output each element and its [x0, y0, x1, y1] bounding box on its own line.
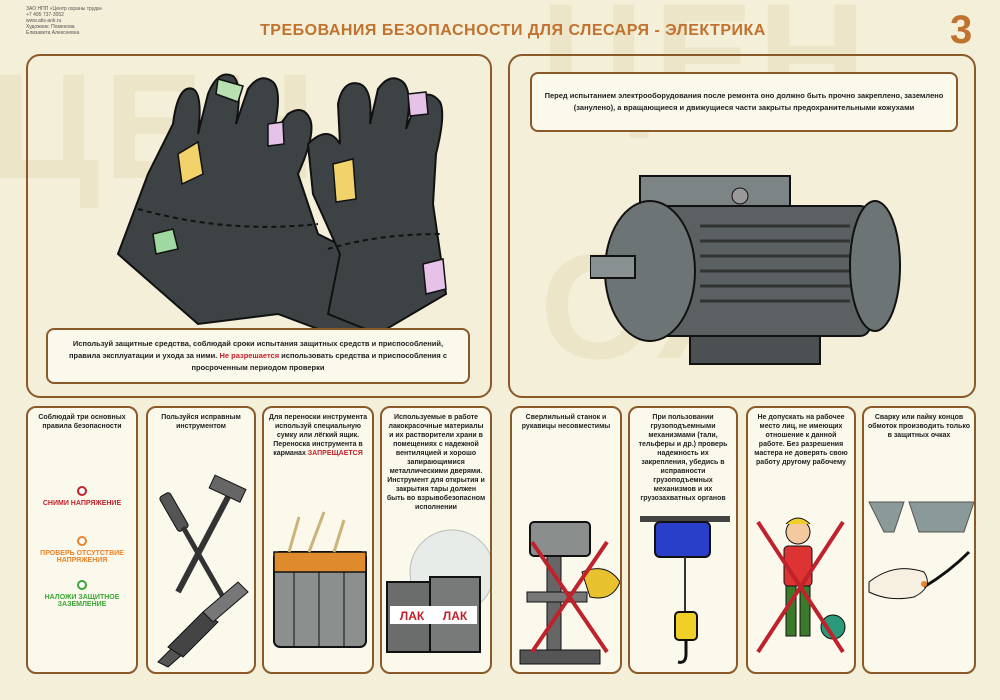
hand-icon	[868, 568, 928, 600]
card-hoist: При пользовании грузоподъемными механизм…	[628, 406, 738, 674]
publisher-line: www.atis-ank.ru	[26, 18, 62, 24]
spark-icon	[921, 581, 927, 587]
hook-icon	[677, 640, 688, 664]
child-illustration	[756, 517, 846, 654]
electric-motor-illustration	[590, 175, 901, 365]
card-paint-storage: Используемые в работе лакокрасочные мате…	[380, 406, 492, 674]
welding-illustration	[868, 501, 974, 600]
card-tool-bag: Для переноски инструмента используй спец…	[262, 406, 374, 674]
left-callout-text: Используй защитные средства, соблюдай ср…	[58, 338, 458, 374]
card-text: Соблюдай три основных правила безопаснос…	[38, 414, 126, 430]
child-leg	[799, 585, 811, 637]
prohibition-cross-icon	[530, 540, 609, 654]
motor-base	[689, 335, 821, 365]
left-glove-patch	[177, 140, 204, 186]
left-callout-part1: Используй защитные средства, соблюдай ср…	[68, 339, 444, 360]
left-glove-patch	[152, 228, 179, 255]
glove-icon	[581, 568, 620, 599]
hoist-rail	[640, 516, 730, 522]
can-label: ЛАК	[443, 609, 468, 623]
right-glove-patch	[422, 258, 447, 295]
card-drill: Сверлильный станок и рукавицы несовмести…	[510, 406, 622, 674]
goggles-lens-icon	[908, 501, 974, 533]
hammer-handle	[175, 495, 231, 594]
motor-bolt	[731, 187, 749, 205]
card-text: Сварку или пайку концов обмоток производ…	[868, 414, 971, 439]
right-callout: Перед испытанием электрооборудования пос…	[530, 72, 958, 132]
card-warning: ЗАПРЕЩАЕТСЯ	[307, 450, 363, 457]
pliers-jaw	[202, 581, 249, 623]
card-text: Пользуйся исправным инструментом	[161, 414, 241, 430]
left-top-panel: Используй защитные средства, соблюдай ср…	[26, 54, 492, 398]
can-label: ЛАК	[400, 609, 425, 623]
drill-press-illustration	[519, 521, 620, 665]
pliers-handle	[167, 611, 219, 658]
right-glove-seam	[327, 233, 441, 250]
paint-cans-illustration: ЛАК ЛАК	[386, 529, 490, 653]
hoist-motor	[654, 521, 711, 558]
tools-illustration	[157, 474, 249, 668]
drill-head	[529, 521, 591, 557]
rule-dot-icon	[77, 580, 87, 590]
right-top-panel: Перед испытанием электрооборудования пос…	[508, 54, 976, 398]
rule-item: НАЛОЖИ ЗАЩИТНОЕ ЗАЗЕМЛЕНИЕ	[28, 580, 136, 608]
child-hair	[785, 517, 811, 525]
rule-item: СНИМИ НАПРЯЖЕНИЕ	[28, 486, 136, 507]
gloves-illustration	[116, 73, 448, 334]
tool-bag-illustration	[273, 511, 367, 648]
rule-dot-icon	[77, 536, 87, 546]
screwdriver-shaft	[180, 525, 226, 599]
left-glove-shape	[116, 73, 380, 334]
hoist-illustration	[640, 516, 730, 664]
poster-title: ТРЕБОВАНИЯ БЕЗОПАСНОСТИ ДЛЯ СЛЕСАРЯ - ЭЛ…	[260, 22, 766, 39]
bag-trim	[273, 551, 367, 573]
soldering-iron-icon	[923, 550, 971, 589]
right-glove-shape	[306, 77, 448, 334]
drill-base	[519, 649, 601, 665]
card-text: При пользовании грузоподъемными механизм…	[638, 414, 728, 502]
left-callout-part2: использовать средства и приспособления с…	[191, 351, 448, 372]
right-glove-patch	[332, 158, 357, 203]
left-glove-patch	[215, 78, 244, 103]
card-text: Используемые в работе лакокрасочные мате…	[386, 414, 486, 511]
publisher-line: Елизавета Алексеевна	[26, 30, 80, 36]
can-label-bg	[390, 606, 434, 624]
rule-item: ПРОВЕРЬ ОТСУТСТВИЕ НАПРЯЖЕНИЯ	[28, 536, 136, 564]
right-callout-text: Перед испытанием электрооборудования пос…	[544, 91, 944, 112]
rule-label: НАЛОЖИ ЗАЩИТНОЕ ЗАЗЕМЛЕНИЕ	[44, 594, 120, 608]
left-glove-seam	[137, 208, 319, 228]
left-callout: Используй защитные средства, соблюдай ср…	[46, 328, 470, 384]
card-text-part1: Для переноски инструмента используй спец…	[268, 414, 368, 457]
prohibition-cross-icon	[756, 520, 845, 654]
card-unauthorized-persons: Не допускать на рабочее место лиц, не им…	[746, 406, 856, 674]
rule-label: СНИМИ НАПРЯЖЕНИЕ	[42, 500, 122, 507]
card-three-rules: Соблюдай три основных правила безопаснос…	[26, 406, 138, 674]
drill-table	[526, 591, 588, 603]
left-callout-warning: Не разрешается	[219, 351, 280, 360]
card-tools: Пользуйся исправным инструментом	[146, 406, 256, 674]
goggles-lens-icon	[868, 501, 905, 533]
card-text: Сверлильный станок и рукавицы несовмести…	[521, 414, 611, 430]
hammer-head	[208, 474, 247, 503]
motor-shaft	[590, 255, 636, 279]
motor-fan-cover	[849, 200, 901, 332]
hoist-block	[674, 611, 698, 641]
publisher-info: ЗАО НПП «Центр охраны труда» +7 495 737-…	[26, 6, 116, 36]
page-number: 3	[950, 8, 973, 52]
publisher-line: ЗАО НПП «Центр охраны труда»	[26, 6, 103, 12]
rule-dot-icon	[77, 486, 87, 496]
card-text: Не допускать на рабочее место лиц, не им…	[754, 414, 848, 466]
publisher-line: +7 495 737-3052	[26, 12, 64, 18]
left-glove-patch	[267, 121, 285, 147]
card-welding: Сварку или пайку концов обмоток производ…	[862, 406, 976, 674]
rule-label: ПРОВЕРЬ ОТСУТСТВИЕ НАПРЯЖЕНИЯ	[40, 550, 124, 564]
card-text: Для переноски инструмента используй спец…	[264, 408, 372, 458]
publisher-line: Художник: Поменова	[26, 24, 75, 30]
can-label-bg	[433, 606, 477, 624]
right-glove-patch	[407, 91, 429, 117]
